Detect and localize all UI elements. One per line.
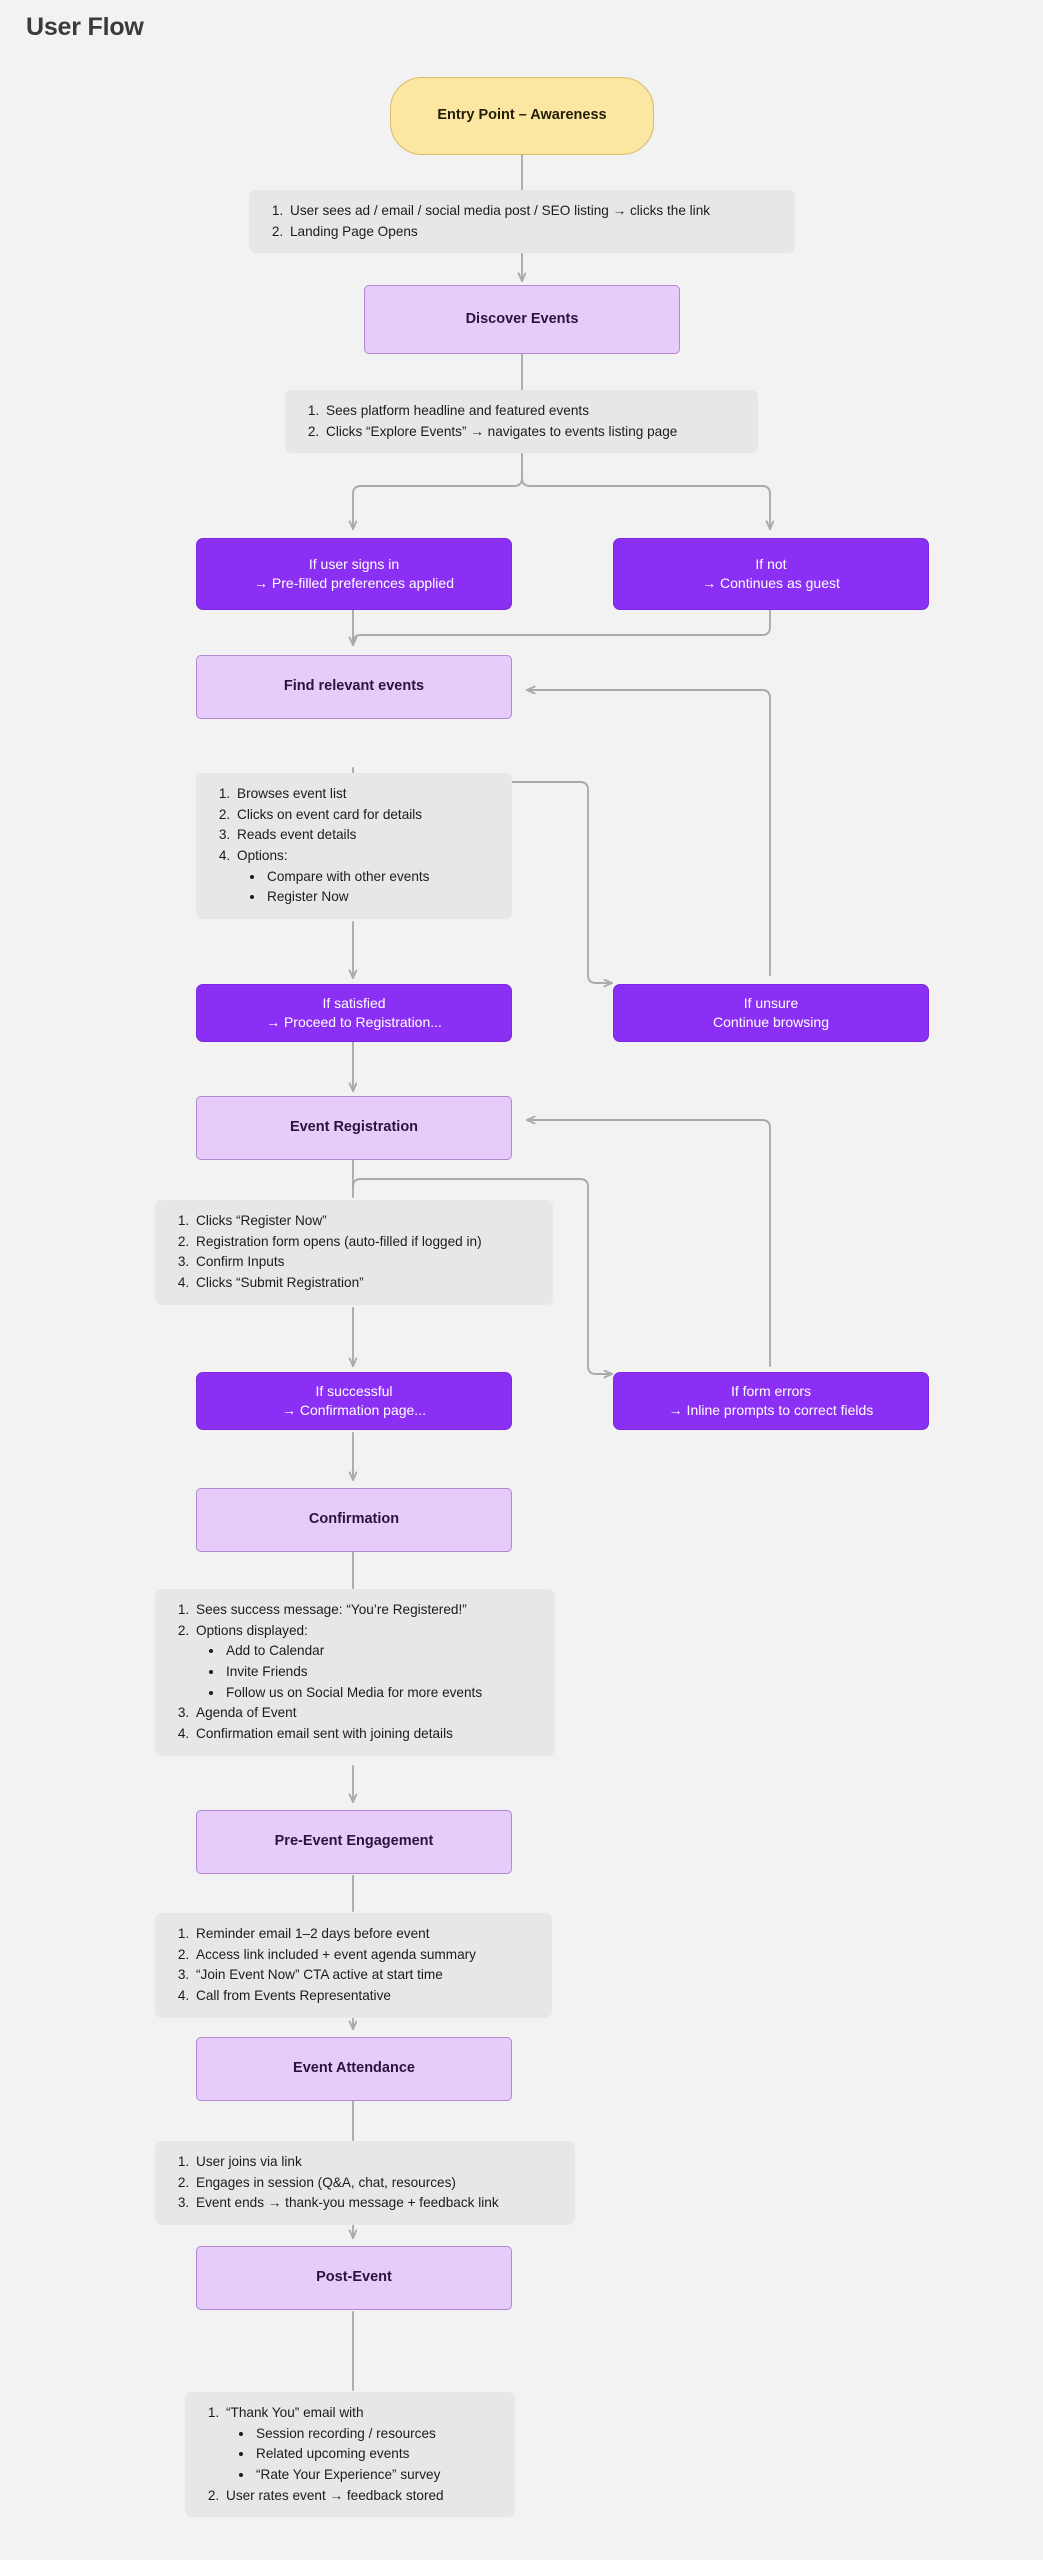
node-discover-events-label: Discover Events [465, 310, 579, 327]
note-subitem: Compare with other events [265, 867, 496, 888]
note-item: Call from Events Representative [193, 1986, 536, 2007]
node-pre-event-engagement[interactable]: Pre-Event Engagement [196, 1810, 512, 1874]
node-if-successful[interactable]: If successful → Confirmation page... [196, 1372, 512, 1430]
note-confirmation: Sees success message: “You’re Registered… [155, 1589, 555, 1756]
note-item: Sees platform headline and featured even… [323, 401, 742, 422]
note-item: Clicks “Explore Events” → navigates to e… [323, 422, 742, 443]
node-find-relevant-events[interactable]: Find relevant events [196, 655, 512, 719]
node-if-satisfied-line1: If satisfied [322, 995, 386, 1012]
node-if-not-signed-in-line2: → Continues as guest [702, 575, 840, 591]
node-if-satisfied[interactable]: If satisfied → Proceed to Registration..… [196, 984, 512, 1042]
node-event-registration-label: Event Registration [289, 1119, 419, 1136]
node-if-successful-line1: If successful [315, 1383, 393, 1400]
note-item: Reminder email 1–2 days before event [193, 1924, 536, 1945]
node-confirmation[interactable]: Confirmation [196, 1488, 512, 1552]
node-event-attendance[interactable]: Event Attendance [196, 2037, 512, 2101]
note-item: Access link included + event agenda summ… [193, 1945, 536, 1966]
node-if-form-errors-line2: → Inline prompts to correct fields [668, 1402, 874, 1418]
node-if-user-signs-in[interactable]: If user signs in → Pre-filled preference… [196, 538, 512, 610]
note-event-registration: Clicks “Register Now” Registration form … [155, 1200, 553, 1305]
node-find-relevant-events-label: Find relevant events [283, 678, 425, 695]
node-if-satisfied-line2: → Proceed to Registration... [266, 1014, 442, 1030]
note-item: Reads event details [234, 825, 496, 846]
note-subitem: Related upcoming events [254, 2444, 499, 2465]
node-post-event[interactable]: Post-Event [196, 2246, 512, 2310]
note-event-attendance: User joins via link Engages in session (… [155, 2141, 575, 2225]
node-event-registration[interactable]: Event Registration [196, 1096, 512, 1160]
note-find-relevant-events: Browses event list Clicks on event card … [196, 773, 512, 919]
note-item: Landing Page Opens [287, 222, 779, 243]
note-item: Confirm Inputs [193, 1252, 537, 1273]
note-item: Engages in session (Q&A, chat, resources… [193, 2173, 559, 2194]
note-subitem: Session recording / resources [254, 2424, 499, 2445]
note-item: Clicks on event card for details [234, 805, 496, 826]
note-subitem: Invite Friends [224, 1662, 539, 1683]
note-subitem: “Rate Your Experience” survey [254, 2465, 499, 2486]
note-entry: User sees ad / email / social media post… [249, 190, 795, 254]
node-if-form-errors-line1: If form errors [730, 1383, 812, 1400]
node-if-not-signed-in-line1: If not [755, 556, 787, 573]
node-discover-events[interactable]: Discover Events [364, 285, 680, 354]
node-post-event-label: Post-Event [316, 2269, 392, 2286]
note-item: Agenda of Event [193, 1703, 539, 1724]
note-item: Clicks “Register Now” [193, 1211, 537, 1232]
note-item: Options displayed: [193, 1621, 539, 1642]
node-if-form-errors[interactable]: If form errors → Inline prompts to corre… [613, 1372, 929, 1430]
node-if-user-signs-in-line1: If user signs in [308, 556, 400, 573]
node-pre-event-engagement-label: Pre-Event Engagement [274, 1833, 434, 1850]
note-subitem: Register Now [265, 887, 496, 908]
note-item: User sees ad / email / social media post… [287, 201, 779, 222]
node-entry-point-label: Entry Point – Awareness [437, 107, 607, 124]
node-if-unsure-line2: Continue browsing [713, 1014, 829, 1030]
note-item: Browses event list [234, 784, 496, 805]
note-item: Event ends → thank-you message + feedbac… [193, 2193, 559, 2214]
node-entry-point[interactable]: Entry Point – Awareness [390, 77, 654, 155]
node-event-attendance-label: Event Attendance [293, 2060, 415, 2077]
note-item: Registration form opens (auto-filled if … [193, 1232, 537, 1253]
note-post-event: “Thank You” email with Session recording… [185, 2392, 515, 2518]
node-if-user-signs-in-line2: → Pre-filled preferences applied [254, 575, 454, 591]
note-item: “Join Event Now” CTA active at start tim… [193, 1965, 536, 1986]
node-if-not-signed-in[interactable]: If not → Continues as guest [613, 538, 929, 610]
note-discover: Sees platform headline and featured even… [285, 390, 758, 454]
note-item: “Thank You” email with [223, 2403, 499, 2424]
note-item: User joins via link [193, 2152, 559, 2173]
page-title: User Flow [26, 13, 144, 41]
note-item: Clicks “Submit Registration” [193, 1273, 537, 1294]
node-if-unsure-line1: If unsure [743, 995, 799, 1012]
note-subitem: Add to Calendar [224, 1641, 539, 1662]
node-confirmation-label: Confirmation [308, 1511, 400, 1528]
note-subitem: Follow us on Social Media for more event… [224, 1683, 539, 1704]
note-item: User rates event → feedback stored [223, 2486, 499, 2507]
node-if-successful-line2: → Confirmation page... [282, 1402, 426, 1418]
note-item: Sees success message: “You’re Registered… [193, 1600, 539, 1621]
note-item: Options: [234, 846, 496, 867]
note-pre-event-engagement: Reminder email 1–2 days before event Acc… [155, 1913, 552, 2018]
node-if-unsure[interactable]: If unsure Continue browsing [613, 984, 929, 1042]
note-item: Confirmation email sent with joining det… [193, 1724, 539, 1745]
